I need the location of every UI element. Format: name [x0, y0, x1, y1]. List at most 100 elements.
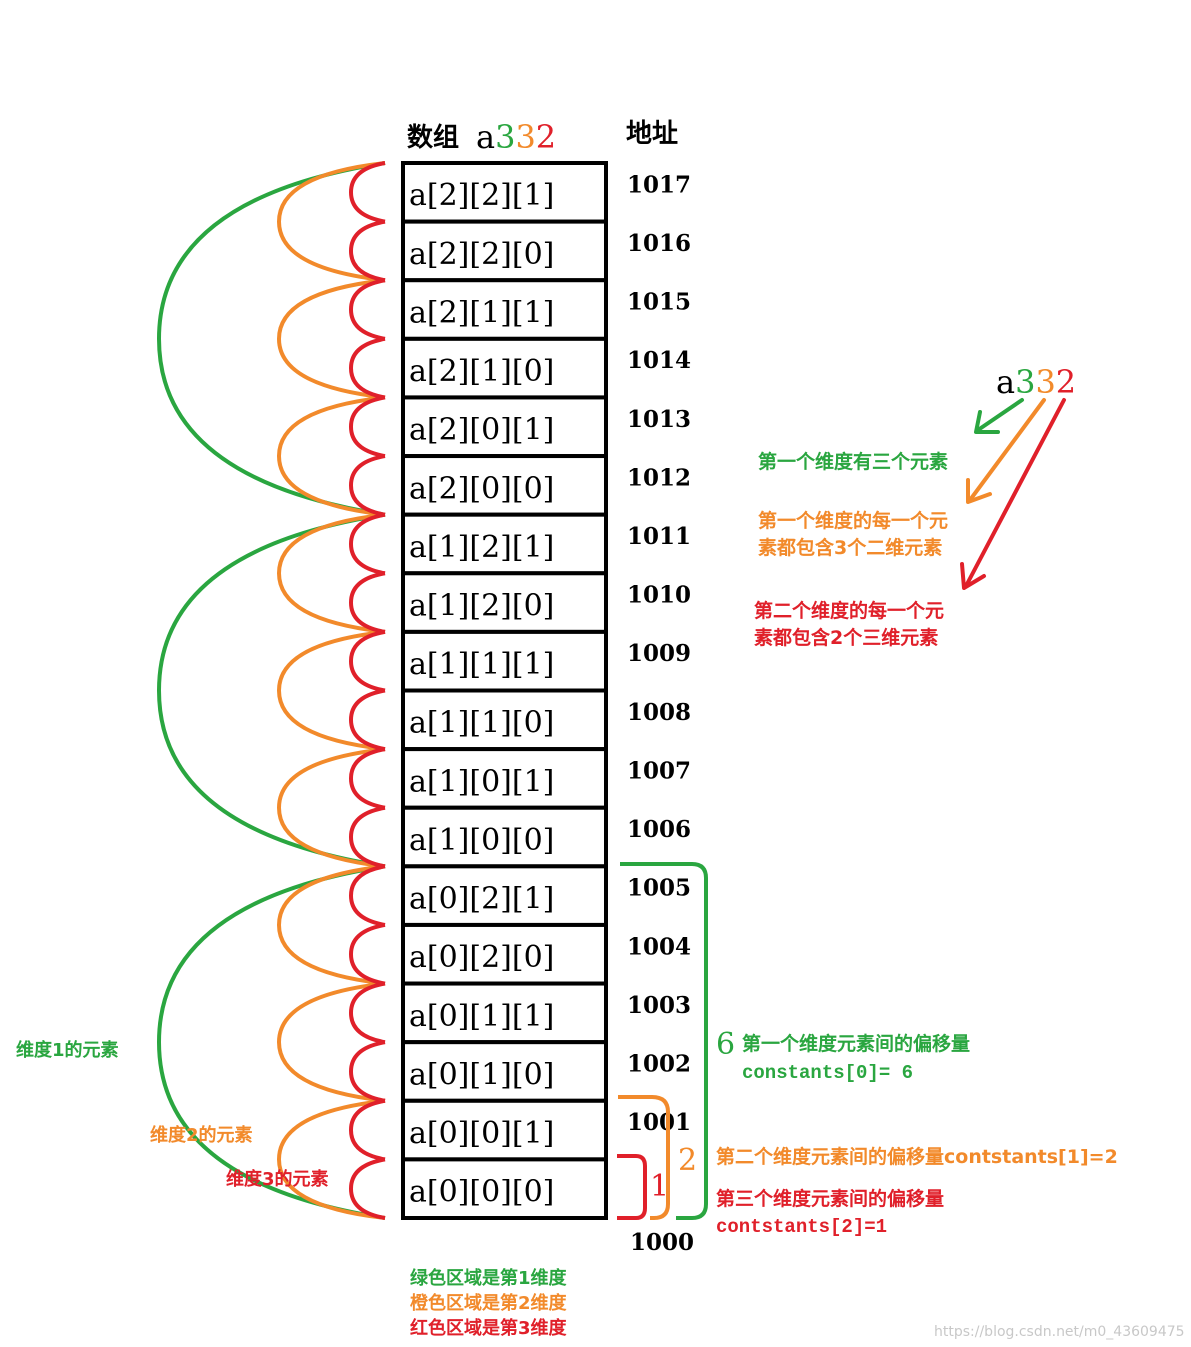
legend-dim3-line1: 第二个维度的每一个元: [754, 599, 944, 622]
cell-label: a[1][1][0]: [409, 706, 554, 741]
dim3-arc: [348, 1157, 386, 1220]
dim3-arc: [348, 688, 386, 752]
cell-address: 1015: [627, 289, 691, 316]
dim3-arc: [348, 512, 386, 576]
cell-address: 1004: [627, 933, 691, 960]
cell-label: a[2][2][1]: [409, 178, 554, 213]
cell-label: a[1][2][1]: [409, 530, 554, 565]
cell-address: 1006: [627, 816, 691, 843]
offset-brackets: [617, 862, 708, 1220]
memory-cell: [401, 1098, 608, 1162]
bottom-legend-red: 红色区域是第3维度: [410, 1317, 568, 1339]
bottom-legend-green: 绿色区域是第1维度: [410, 1267, 568, 1289]
cell-label: a[0][0][1]: [409, 1116, 554, 1151]
cell-address: 1016: [627, 230, 691, 257]
legend-dim2-line1: 第一个维度的每一个元: [758, 509, 948, 532]
cell-label: a[1][1][1]: [409, 647, 554, 682]
dim2-arc: [276, 981, 386, 1103]
cell-address: 1013: [627, 406, 691, 433]
dim1-arc: [156, 864, 386, 1220]
dimension-arcs: [156, 161, 386, 1220]
array-name-dim3: 2: [536, 118, 556, 156]
cell-address: 1011: [627, 523, 691, 550]
dim2-arc: [276, 629, 386, 752]
dim3-arc: [348, 161, 386, 224]
dim3-arc: [348, 1098, 386, 1162]
cell-label: a[0][1][0]: [409, 1057, 554, 1092]
memory-cell: [401, 1040, 608, 1103]
cell-address: 1002: [627, 1050, 691, 1077]
memory-cell: [401, 454, 608, 517]
memory-cell: [401, 1157, 608, 1221]
left-label-dim1: 维度1的元素: [16, 1039, 119, 1061]
dim3-arc: [348, 747, 386, 810]
offset-dim3-code: contstants[2]=1: [716, 1216, 887, 1238]
legend-dim3-line2: 素都包含2个三维元素: [754, 626, 938, 649]
dim1-arc: [156, 512, 386, 869]
dim3-arc: [348, 454, 386, 517]
cell-label: a[2][2][0]: [409, 237, 554, 272]
dim3-arc: [348, 864, 386, 927]
offset-dim1-text: 第一个维度元素间的偏移量: [742, 1032, 970, 1055]
dim2-arc: [276, 395, 386, 517]
offset-dim1-number: 6: [716, 1027, 735, 1062]
memory-cell: [401, 571, 608, 634]
memory-cell: [401, 747, 608, 810]
cell-address: 1003: [627, 992, 691, 1019]
dim1-arc: [156, 161, 386, 517]
cell-label: a[2][1][0]: [409, 354, 554, 389]
array-name-dim1: 3: [495, 118, 515, 156]
bottom-address: 1000: [630, 1229, 694, 1256]
array-label: 数组: [407, 122, 459, 153]
offset-dim3-text: 第三个维度元素间的偏移量: [716, 1187, 944, 1210]
dim3-arc: [348, 1040, 386, 1103]
left-label-dim3: 维度3的元素: [226, 1168, 329, 1190]
cell-address: 1010: [627, 582, 691, 609]
cell-label: a[0][0][0]: [409, 1175, 554, 1210]
bottom-legend-orange: 橙色区域是第2维度: [410, 1292, 568, 1314]
array-name-prefix: a: [476, 118, 495, 156]
legend-arrows: [960, 398, 1066, 590]
cell-address: 1005: [627, 875, 691, 902]
cell-address: 1001: [627, 1109, 691, 1136]
dim2-arc: [276, 864, 386, 986]
offset-dim2-number: 2: [678, 1143, 697, 1178]
watermark: https://blog.csdn.net/m0_43609475: [934, 1324, 1185, 1340]
address-label: 地址: [626, 119, 678, 149]
dim2-arc: [276, 278, 386, 400]
offset-dim2-text: 第二个维度元素间的偏移量contstants[1]=2: [716, 1145, 1118, 1168]
cell-address: 1014: [627, 347, 691, 374]
dim3-arc: [348, 629, 386, 693]
dim3-arc: [348, 805, 386, 869]
array-name: a332: [476, 118, 556, 156]
dim3-arc: [348, 278, 386, 341]
cell-label: a[1][0][1]: [409, 764, 554, 799]
legend-array-name: a332: [996, 363, 1076, 401]
cell-label: a[1][0][0]: [409, 823, 554, 858]
dim2-arc: [276, 161, 386, 283]
dim3-arc: [348, 922, 386, 986]
cell-label: a[0][2][0]: [409, 940, 554, 975]
dim3-arc: [348, 981, 386, 1045]
offset-dim3-number: 1: [650, 1169, 669, 1204]
dim3-arc: [348, 219, 386, 283]
dim3-arc: [348, 395, 386, 459]
memory-cell: [401, 922, 608, 986]
cell-label: a[2][0][0]: [409, 471, 554, 506]
cell-address: 1017: [627, 171, 691, 198]
dim2-arc: [276, 512, 386, 634]
offset-dim1-code: constants[0]= 6: [742, 1062, 913, 1084]
cell-address: 1007: [627, 757, 691, 784]
cell-label: a[0][2][1]: [409, 882, 554, 917]
cell-label: a[2][1][1]: [409, 295, 554, 330]
cell-label: a[1][2][0]: [409, 588, 554, 623]
cell-address: 1009: [627, 640, 691, 667]
memory-cell: [401, 336, 608, 400]
dim2-arc: [276, 747, 386, 869]
dim3-arc: [348, 571, 386, 634]
legend-dim1-text: 第一个维度有三个元素: [758, 450, 948, 473]
dim3-arc: [348, 336, 386, 400]
array-name-dim2: 3: [515, 118, 535, 156]
memory-cell: [401, 805, 608, 869]
memory-cells: a[2][2][1] 1017 a[2][2][0] 1016 a[2][1][1] 10…: [401, 161, 691, 1221]
